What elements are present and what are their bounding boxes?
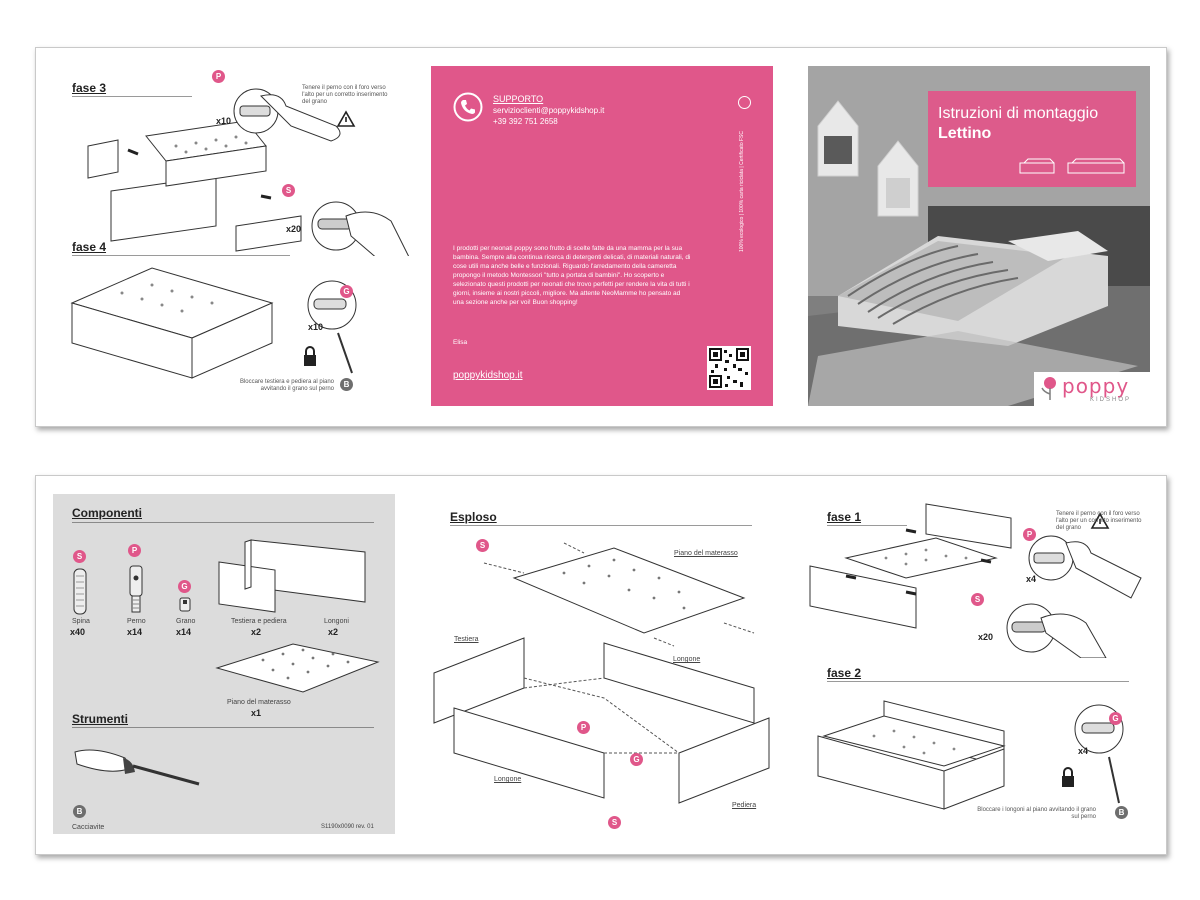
brand-name: poppy <box>1062 374 1130 398</box>
flower-logo-icon <box>1041 377 1056 400</box>
top-brochure-sheet: fase 3 P x10 S x20 Tenere il perno con i… <box>35 47 1167 427</box>
fase1-qty-s: x20 <box>978 632 994 642</box>
fase2-badge-g: G <box>1109 712 1122 725</box>
component-perno-name: Perno <box>127 618 146 625</box>
screwdriver-icon <box>74 749 200 786</box>
cover-title-box: Istruzioni di montaggio Lettino <box>928 91 1136 187</box>
fase4-badge-b: B <box>340 378 353 391</box>
label-rail-left: Longone <box>494 776 522 783</box>
exploded-badge-s-top: S <box>476 539 489 552</box>
eco-vertical-note: 100% ecologico | 100% carta riciclata | … <box>739 131 745 252</box>
support-email[interactable]: servizioclienti@poppykidshop.it <box>493 106 605 115</box>
component-spina-name: Spina <box>72 618 90 625</box>
phone-icon <box>453 92 483 122</box>
component-boards-qty: x2 <box>251 627 262 637</box>
components-panel: Componenti S Spina x40 P Perno x14 G Gra… <box>53 494 395 834</box>
qr-code[interactable] <box>707 346 751 390</box>
fase2-badge-b: B <box>1115 806 1128 819</box>
fase3-qty-p: x10 <box>216 116 232 126</box>
exploded-view-illustration <box>433 542 770 804</box>
support-phone[interactable]: +39 392 751 2658 <box>493 117 558 126</box>
exploded-badge-p: P <box>577 721 590 734</box>
fase2-lock-note: Bloccare i longoni al piano avvitando il… <box>977 807 1096 820</box>
exploded-title: Esploso <box>450 510 497 524</box>
label-mattress: Piano del materasso <box>674 550 738 557</box>
support-panel: SUPPORTO servizioclienti@poppykidshop.it… <box>431 66 773 406</box>
component-boards-name: Testiera e pediera <box>231 618 287 625</box>
label-rail-right: Longone <box>673 656 701 663</box>
mattress-base-illustration <box>215 643 380 693</box>
brand-intro-text: I prodotti per neonati poppy sono frutto… <box>453 245 691 306</box>
spina-dowel-icon <box>73 568 87 615</box>
brand-subname: KIDSHOP <box>1090 397 1132 403</box>
component-rails-name: Longoni <box>324 618 349 625</box>
label-footboard: Pediera <box>732 802 757 809</box>
cover-title-line1: Istruzioni di montaggio <box>938 105 1099 122</box>
signature: Elisa <box>453 339 468 346</box>
tools-screwdriver-name: Cacciavite <box>72 824 105 831</box>
fase3-badge-s: S <box>282 184 295 197</box>
bottom-brochure-sheet: Componenti S Spina x40 P Perno x14 G Gra… <box>35 475 1167 855</box>
component-spina-badge: S <box>73 550 86 563</box>
fase4-title: fase 4 <box>72 240 107 254</box>
fase1-illustration <box>809 503 1142 658</box>
eco-seal-icon <box>738 96 751 109</box>
fase3-illustration <box>87 88 410 256</box>
fase1-badge-p: P <box>1023 528 1036 541</box>
tools-title: Strumenti <box>72 712 129 726</box>
component-perno-badge: P <box>128 544 141 557</box>
fase2-title: fase 2 <box>827 666 862 680</box>
fase1-qty-p: x4 <box>1026 574 1037 584</box>
fase4-lock-note: Bloccare testiera e pediera al piano avv… <box>239 379 334 392</box>
fase3-title: fase 3 <box>72 81 107 95</box>
fase1-warning-text: Tenere il perno con il foro verso l'alto… <box>1056 511 1142 531</box>
perno-pin-icon <box>129 565 143 613</box>
component-grano-badge: G <box>178 580 191 593</box>
bed-outline-icons <box>1019 158 1125 174</box>
cover-title-line2: Lettino <box>938 125 992 142</box>
component-grano-qty: x14 <box>176 627 192 637</box>
exploded-badge-g: G <box>630 753 643 766</box>
components-title: Componenti <box>72 506 142 520</box>
headboard-rails-illustration <box>218 539 366 613</box>
fase4-qty-g: x10 <box>308 322 324 332</box>
component-mattress-name: Piano del materasso <box>227 699 291 706</box>
tools-badge-b: B <box>73 805 86 818</box>
component-mattress-qty: x1 <box>251 708 262 718</box>
fase4-badge-g: G <box>340 285 353 298</box>
exploded-badge-s-bottom: S <box>608 816 621 829</box>
document-code: S1190x0090 rev. 01 <box>321 824 374 830</box>
cover-photo-panel: Istruzioni di montaggio Lettino poppy KI… <box>808 66 1150 406</box>
support-title: SUPPORTO <box>493 94 544 104</box>
fase3-badge-p: P <box>212 70 225 83</box>
grano-screw-icon <box>179 597 191 612</box>
component-spina-qty: x40 <box>70 627 86 637</box>
fase3-warning-text: Tenere il perno con il foro verso l'alto… <box>302 85 388 105</box>
fase1-badge-s: S <box>971 593 984 606</box>
fase3-qty-s: x20 <box>286 224 302 234</box>
component-grano-name: Grano <box>176 618 196 625</box>
label-headboard: Testiera <box>454 636 479 643</box>
fase2-illustration <box>817 700 1124 810</box>
website-link[interactable]: poppykidshop.it <box>453 370 523 381</box>
fase2-qty-g: x4 <box>1078 746 1089 756</box>
brand-logo-box: poppy KIDSHOP <box>1034 372 1150 406</box>
fase1-title: fase 1 <box>827 510 862 524</box>
fase4-illustration <box>70 267 357 379</box>
component-rails-qty: x2 <box>328 627 339 637</box>
component-perno-qty: x14 <box>127 627 143 637</box>
